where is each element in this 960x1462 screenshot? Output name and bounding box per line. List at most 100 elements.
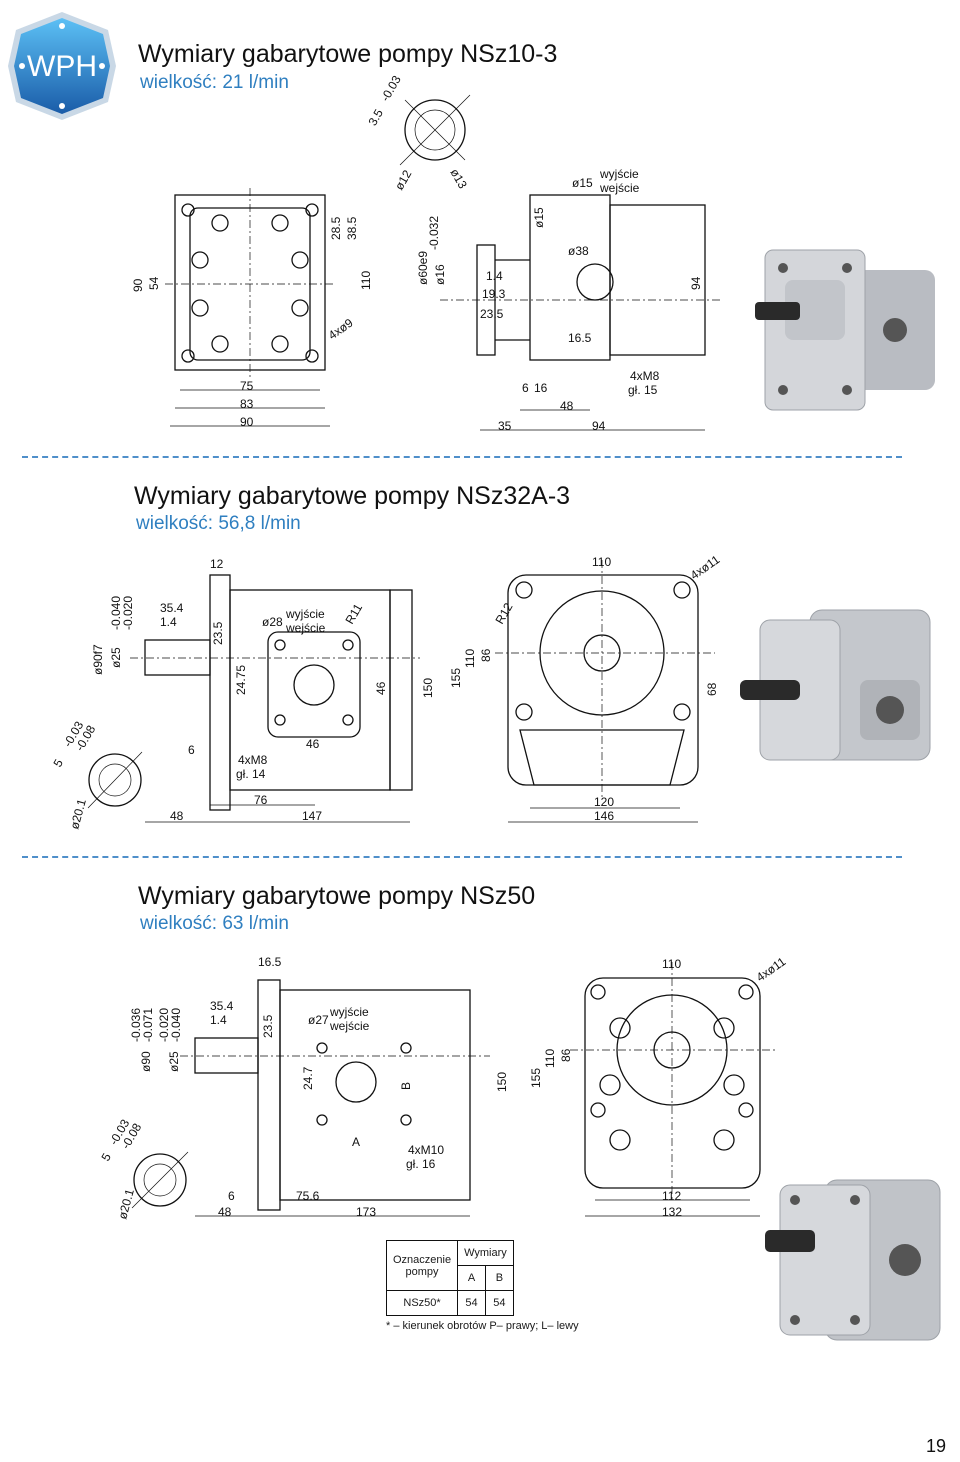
- s2-d25: 110: [463, 649, 477, 668]
- s3-d27: 5: [98, 1150, 114, 1163]
- s3-d21: 4xø11: [754, 954, 789, 984]
- s1-d13: 19.3: [482, 287, 506, 301]
- s3-d17: 75.6: [296, 1189, 320, 1203]
- s1-d17: 16.5: [568, 331, 592, 345]
- s2-d8: wyjście: [285, 607, 325, 621]
- wph-logo: WPH: [8, 12, 116, 120]
- s2-d16: gł. 14: [236, 767, 266, 781]
- s1-d29: 3.5: [365, 106, 386, 128]
- spec-header-line1: Oznaczenie: [393, 1253, 452, 1266]
- side-view-3: [180, 979, 490, 1217]
- s1-d12: 1.4: [486, 269, 503, 283]
- s3-d10: 24.7: [301, 1066, 315, 1090]
- spec-header-line2: pompy: [405, 1265, 439, 1278]
- page-number: 19: [925, 1436, 946, 1456]
- s2-d21: 110: [592, 555, 611, 569]
- spline-detail-3: [131, 1151, 189, 1209]
- front-view: [165, 188, 335, 427]
- section-3-subtitle: wielkość: 63 l/min: [140, 913, 289, 934]
- s2-d30: 5: [50, 756, 66, 769]
- pump-photo-3: [765, 1179, 941, 1341]
- s2-d26: 86: [479, 648, 493, 662]
- s3-d8: wyjście: [329, 1005, 369, 1019]
- s3-d16: 6: [228, 1189, 235, 1203]
- section-1-title: Wymiary gabarytowe pompy NSz10-3: [138, 40, 558, 68]
- section-3-title: Wymiary gabarytowe pompy NSz50: [138, 882, 536, 910]
- shaft-spline-detail: [399, 94, 471, 166]
- s1-d6: 28.5: [329, 216, 343, 240]
- s3-d4: 23.5: [261, 1014, 275, 1038]
- s2-d20: 147: [302, 809, 322, 823]
- s1-d4: 90: [131, 278, 145, 292]
- s2-d9: wejście: [285, 621, 326, 635]
- s3-d25: 112: [662, 1189, 681, 1203]
- s2-d10: R11: [342, 601, 365, 627]
- spec-table-group-header: Wymiary: [457, 1240, 514, 1266]
- s1-d20: 48: [560, 399, 574, 413]
- section-1-subtitle: wielkość: 21 l/min: [140, 72, 289, 93]
- s1-d22: 94: [592, 419, 606, 433]
- s3-d22: 155: [529, 1068, 543, 1088]
- spec-footnote: * – kierunek obrotów P– prawy; L– lewy: [386, 1320, 579, 1332]
- s1-d30: ø12: [392, 167, 415, 192]
- s3-d19: 173: [356, 1205, 376, 1219]
- s3-d2: 35.4: [210, 999, 234, 1013]
- section-1-drawing: 3.5 -0.03 ø12 ø13 75 83 90 90 54 28.5 38…: [131, 73, 720, 433]
- separator-2: [22, 856, 902, 858]
- s3-d9: wejście: [329, 1019, 370, 1033]
- s3-d7: ø27: [308, 1013, 329, 1027]
- s2-d29: 146: [594, 809, 614, 823]
- s1-d5: 54: [147, 276, 161, 290]
- s1-d10: ø60e9: [416, 251, 430, 285]
- s1-d31: ø13: [447, 166, 470, 191]
- s3-t4: -0.040: [169, 1008, 183, 1042]
- s1-d28: wejście: [599, 181, 640, 195]
- s2-d27: 68: [705, 682, 719, 696]
- s3-d28: ø20.1: [115, 1187, 137, 1221]
- spec-table-row-b: 54: [484, 1290, 514, 1316]
- s2-d23: R12: [492, 600, 515, 626]
- spec-table-col-b: B: [484, 1265, 514, 1291]
- s1-d19: 16: [534, 381, 548, 395]
- s3-d24: 86: [559, 1048, 573, 1062]
- spline-detail-2: [87, 751, 143, 809]
- front-view-3: [570, 962, 775, 1217]
- s3-d20: 110: [662, 957, 681, 971]
- s3-d14: gł. 16: [406, 1157, 436, 1171]
- s3-d23: 110: [543, 1049, 557, 1068]
- s2-d12: 46: [374, 681, 388, 695]
- s1-d11: ø16: [433, 264, 447, 285]
- s1-d9: 4xø9: [326, 316, 356, 343]
- s3-d1: 16.5: [258, 955, 282, 969]
- spec-table-row-a: 54: [457, 1290, 486, 1316]
- s1-d15: ø15: [532, 207, 546, 228]
- spec-table-row-name: NSz50*: [385, 1290, 459, 1316]
- s3-d5: ø90: [139, 1051, 153, 1072]
- s2-d15: 4xM8: [238, 753, 268, 767]
- s2-d4: 23.5: [211, 621, 225, 645]
- pump-photo-1: [755, 249, 935, 411]
- s1-d8: 110: [359, 271, 373, 290]
- s2-d7: ø28: [262, 615, 283, 629]
- section-2-drawing: 12 35.4 1.4 23.5 ø90f7 ø25 -0.040 -0.020…: [50, 552, 722, 831]
- s2-d14: 46: [306, 737, 320, 751]
- s1-d23: 94: [689, 276, 703, 290]
- s1-d27: wyjście: [599, 167, 639, 181]
- s2-d18: 76: [254, 793, 268, 807]
- s3-t2: -0.071: [141, 1008, 155, 1042]
- s3-d3: 1.4: [210, 1013, 227, 1027]
- s3-d11: B: [399, 1082, 413, 1090]
- s2-d3: 1.4: [160, 615, 177, 629]
- s1-d24: 4xM8: [630, 369, 660, 383]
- s2-d2: 35.4: [160, 601, 184, 615]
- s3-d15: 150: [495, 1072, 509, 1092]
- s2-d19: 48: [170, 809, 184, 823]
- s2-t1: -0.040: [109, 596, 123, 630]
- s2-d24: 155: [449, 668, 463, 688]
- spec-table-col-a: A: [457, 1265, 486, 1291]
- s1-t1: -0.03: [378, 73, 404, 104]
- side-view-2: [130, 574, 420, 823]
- s2-d28: 120: [594, 795, 614, 809]
- s1-d7: 38.5: [345, 216, 359, 240]
- s1-d18: 6: [522, 381, 529, 395]
